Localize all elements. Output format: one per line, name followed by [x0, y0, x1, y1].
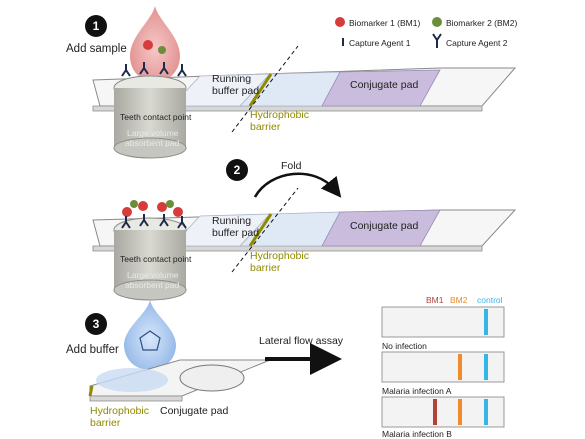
legend-capture2: Capture Agent 2 — [446, 38, 508, 48]
hydrophobic-label-2a: Hydrophobic — [250, 250, 309, 262]
hydrophobic-label-1b: barrier — [250, 121, 281, 133]
hydrophobic-label-2b: barrier — [250, 262, 281, 274]
step-3-number: 3 — [93, 317, 100, 331]
header-control: control — [477, 295, 503, 305]
absorbent-label-2a: Large volume — [127, 270, 179, 280]
teeth-label-1: Teeth contact point — [120, 112, 192, 122]
step-3: 3 Add buffer Hydrophobic barrier Conjuga… — [66, 300, 344, 429]
hydrophobic-label-3a: Hydrophobic — [90, 405, 149, 417]
step-3-label: Add buffer — [66, 344, 119, 356]
capture-agents-1 — [121, 62, 187, 77]
teeth-label-2: Teeth contact point — [120, 254, 192, 264]
buffer-spread — [96, 368, 168, 392]
header-bm2: BM2 — [450, 295, 468, 305]
fold-label: Fold — [281, 160, 302, 172]
legend-bm1: Biomarker 1 (BM1) — [349, 18, 420, 28]
result-3-label: Malaria infection B — [382, 429, 452, 439]
running-pad-label-2b: buffer pad — [212, 227, 259, 239]
biomarker1-shape — [143, 40, 153, 50]
conjugate-pad-1 — [321, 69, 441, 107]
result-box-3 — [381, 396, 505, 428]
running-pad-label-1a: Running — [212, 73, 251, 85]
result-1-control-line — [484, 309, 488, 335]
sample-drop — [130, 6, 180, 82]
hydrophobic-barrier-1 — [248, 73, 273, 107]
result-box-2 — [381, 351, 505, 383]
fold-arrow — [253, 172, 342, 198]
legend-bm1-icon — [335, 17, 345, 27]
legend-bm2-icon — [432, 17, 442, 27]
result-2-control-line — [484, 354, 488, 380]
strip-3-edge — [89, 395, 183, 402]
conjugate-pad-2 — [321, 209, 441, 247]
header-bm1: BM1 — [426, 295, 444, 305]
running-pad-label-1b: buffer pad — [212, 85, 259, 97]
absorbent-label-2b: absorbent pad — [125, 280, 180, 290]
results-panel: BM1 BM2 control No infection Malaria inf… — [381, 295, 505, 439]
absorbent-label-1b: absorbent pad — [125, 138, 180, 148]
hydrophobic-barrier-2 — [248, 213, 273, 247]
hydrophobic-label-1a: Hydrophobic — [250, 109, 309, 121]
result-3-bm1-line — [433, 399, 437, 425]
absorbent-pad-1-base — [113, 137, 187, 159]
result-3-control-line — [484, 399, 488, 425]
step-1: 1 Add sample Teeth contact point Large v… — [66, 6, 517, 159]
step-2-number: 2 — [234, 163, 241, 177]
conjugate-label-3: Conjugate pad — [160, 405, 228, 417]
result-2-bm2-line — [458, 354, 462, 380]
conjugate-label-1: Conjugate pad — [350, 79, 418, 91]
step-2: 2 Fold Teeth contact point Large volume … — [92, 159, 517, 301]
result-3-bm2-line — [458, 399, 462, 425]
legend-bm2: Biomarker 2 (BM2) — [446, 18, 517, 28]
step-2-badge — [226, 159, 248, 181]
step-1-badge — [85, 15, 107, 37]
running-pad-label-2a: Running — [212, 215, 251, 227]
conjugate-mesh — [179, 364, 245, 392]
result-box-1 — [381, 306, 505, 338]
step-3-badge — [85, 313, 107, 335]
hydrophobic-label-3b: barrier — [90, 417, 121, 429]
fold-line-2 — [231, 187, 299, 273]
result-1-label: No infection — [382, 341, 427, 351]
biomarker2-shape — [158, 46, 166, 54]
buffer-drop — [124, 300, 176, 370]
pentagon-icon — [139, 330, 161, 351]
result-2-label: Malaria infection A — [382, 386, 452, 396]
absorbent-label-1a: Large volume — [127, 128, 179, 138]
legend-capture2-icon — [432, 33, 442, 48]
legend-capture1: Capture Agent 1 — [349, 38, 411, 48]
step-1-label: Add sample — [66, 43, 127, 55]
lateral-flow-label: Lateral flow assay — [259, 335, 344, 347]
captured-complex-2 — [121, 200, 187, 229]
conjugate-label-2: Conjugate pad — [350, 220, 418, 232]
legend: Biomarker 1 (BM1) Biomarker 2 (BM2) Capt… — [335, 17, 517, 48]
hydrophobic-barrier-3 — [88, 385, 94, 397]
step-1-number: 1 — [93, 19, 100, 33]
